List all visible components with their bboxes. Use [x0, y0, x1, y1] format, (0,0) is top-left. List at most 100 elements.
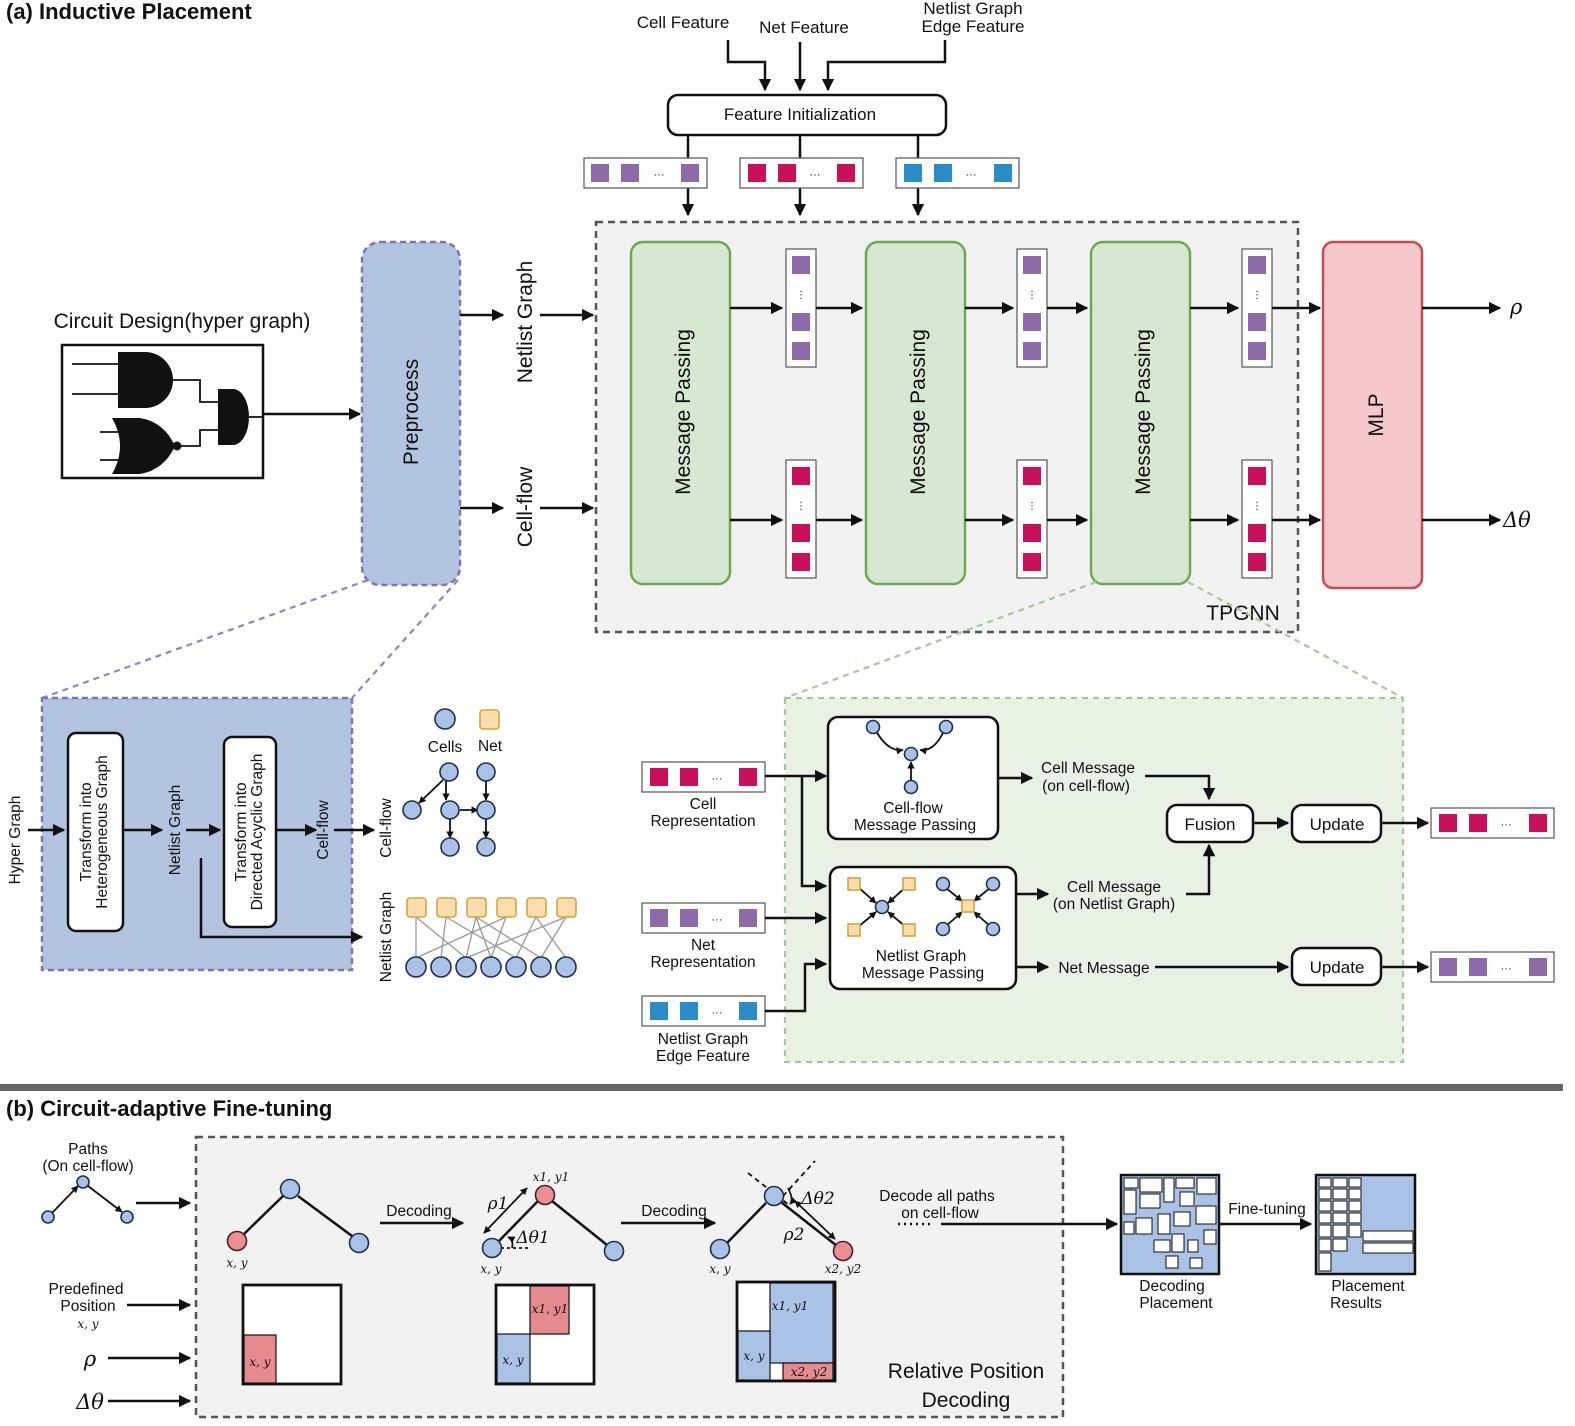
- net-vector: [785, 248, 817, 368]
- paths-label-2: (On cell-flow): [42, 1158, 133, 1175]
- paths-label-1: Paths: [68, 1141, 108, 1158]
- cell-representation-label-1: Cell: [690, 796, 717, 813]
- svg-text:···: ···: [712, 1007, 723, 1019]
- cell-feature-label: Cell Feature: [637, 13, 730, 32]
- dtheta1-label: Δθ1: [515, 1228, 549, 1248]
- legend-net-label: Net: [478, 738, 503, 755]
- cell-node-legend-icon: [434, 708, 456, 730]
- netlist-bipartite-graph: [405, 897, 577, 978]
- feature-inputs: Cell Feature Net Feature Netlist Graph E…: [583, 0, 1025, 217]
- mlp-block: MLP ρ Δθ: [1321, 240, 1531, 590]
- net-vector: [1016, 248, 1048, 368]
- output-rho: ρ: [1509, 295, 1523, 319]
- preprocess-label: Preprocess: [400, 359, 423, 465]
- preprocess-block: Preprocess Netlist Graph Cell-flow: [360, 240, 595, 587]
- tpgnn-label: TPGNN: [1206, 602, 1280, 625]
- edge-feature-label-line1: Netlist Graph: [923, 0, 1022, 18]
- netlist-graph-side-label: Netlist Graph: [378, 892, 395, 982]
- net-representation-label-2: Representation: [650, 954, 755, 971]
- svg-text:···: ···: [810, 169, 821, 181]
- svg-text:Message Passing: Message Passing: [907, 329, 930, 495]
- feature-initialization-label: Feature Initialization: [724, 105, 876, 124]
- decoding-label-1: Decoding: [386, 1203, 452, 1220]
- section-a: (a) Inductive Placement Cell Feature Net…: [6, 0, 1555, 1065]
- net-representation-label-1: Net: [691, 937, 716, 954]
- transform-dag-line1: Transform into: [233, 782, 250, 881]
- edge-feature-label-line2: Edge Feature: [921, 17, 1024, 36]
- section-b: (b) Circuit-adaptive Fine-tuning Paths (…: [6, 1096, 1417, 1419]
- svg-text:···: ···: [712, 914, 723, 926]
- decoding-placement-label-2: Placement: [1139, 1295, 1213, 1312]
- predefined-xy: x, y: [77, 1317, 98, 1331]
- cell-vector: [1016, 459, 1048, 579]
- rho1-label: ρ1: [487, 1194, 509, 1214]
- fusion-label: Fusion: [1184, 815, 1235, 834]
- relative-position-label-2: Decoding: [922, 1389, 1011, 1412]
- preprocess-detail: Hyper Graph Transform into Heterogeneous…: [7, 696, 577, 982]
- predefined-label-1: Predefined: [49, 1281, 124, 1298]
- circuit-design: Circuit Design(hyper graph): [54, 310, 362, 480]
- cell-vector: [1241, 459, 1273, 579]
- svg-text:Message Passing: Message Passing: [1132, 329, 1155, 495]
- svg-text:x1, y1: x1, y1: [533, 1170, 569, 1184]
- and-gate-icon: [218, 389, 249, 445]
- placement-results-label-1: Placement: [1331, 1278, 1405, 1295]
- net-node-legend-icon: [479, 709, 500, 730]
- message-passing-layer-2: Message Passing: [864, 240, 967, 586]
- output-dtheta: Δθ: [1502, 508, 1531, 532]
- svg-text:···: ···: [654, 169, 665, 181]
- svg-text:···: ···: [712, 773, 723, 785]
- path-mini-graph: [41, 1175, 134, 1224]
- net-init-vector: ···: [583, 157, 708, 189]
- dtheta2-label: Δθ2: [800, 1189, 834, 1209]
- preprocess-box: [360, 240, 462, 587]
- net-representation-vector: ···: [641, 902, 766, 934]
- decode-step-2: Δθ2 ρ2 x, y x2, y2 x1, y1 x, y x2, y2: [709, 1160, 861, 1383]
- svg-text:···: ···: [1501, 963, 1512, 975]
- hyper-graph-label: Hyper Graph: [7, 796, 24, 885]
- cell-message-ng-label-2: (on Netlist Graph): [1053, 896, 1175, 913]
- relative-position-label-1: Relative Position: [888, 1360, 1044, 1383]
- cell-init-vector: ···: [739, 157, 864, 189]
- svg-text:x, y: x, y: [502, 1353, 523, 1367]
- fine-tuning-label: Fine-tuning: [1228, 1201, 1306, 1218]
- svg-text:x, y: x, y: [226, 1256, 247, 1270]
- nor-gate-icon: [112, 418, 175, 474]
- transform-hetero-line2: Heterogeneous Graph: [94, 755, 111, 908]
- cell-message-cf-label-1: Cell Message: [1041, 760, 1135, 777]
- svg-text:···: ···: [1501, 819, 1512, 831]
- cell-flow-aggregation-icon: [865, 719, 954, 795]
- rho2-label: ρ2: [783, 1225, 805, 1245]
- cell-flow-mp-label-1: Cell-flow: [883, 800, 943, 817]
- cell-flow-dag: [402, 762, 496, 857]
- svg-text:···: ···: [966, 169, 977, 181]
- decode-all-label-1: Decode all paths: [879, 1188, 995, 1205]
- mlp-label: MLP: [1365, 393, 1388, 436]
- update-cell-label: Update: [1310, 815, 1365, 834]
- edge-feature-label-1: Netlist Graph: [658, 1031, 748, 1048]
- cell-representation-label-2: Representation: [650, 813, 755, 830]
- cell-message-cf-label-2: (on cell-flow): [1042, 778, 1130, 795]
- cell-flow-stream-label: Cell-flow: [514, 466, 537, 547]
- svg-text:x, y: x, y: [249, 1355, 270, 1369]
- decoding-placement-icon: [1119, 1173, 1221, 1276]
- cell-representation-vector: ···: [641, 761, 766, 793]
- svg-text:x2, y2: x2, y2: [791, 1365, 827, 1379]
- legend-cells-label: Cells: [428, 739, 463, 756]
- cell-flow-mid-label: Cell-flow: [315, 799, 332, 859]
- edge-init-vector: ···: [895, 157, 1020, 189]
- svg-text:x1, y1: x1, y1: [772, 1299, 808, 1313]
- svg-text:Message Passing: Message Passing: [672, 329, 695, 495]
- decoding-placement-label-1: Decoding: [1139, 1278, 1205, 1295]
- relative-position-decoding-box: [194, 1135, 1065, 1419]
- net-feature-label: Net Feature: [759, 18, 849, 37]
- netlist-graph-mid-label: Netlist Graph: [167, 785, 184, 875]
- updated-cell-vector: ···: [1430, 807, 1555, 839]
- cell-vector: [785, 459, 817, 579]
- decode-step-0: x, y x, y: [226, 1178, 370, 1386]
- update-net-label: Update: [1310, 958, 1365, 977]
- transform-dag-line2: Directed Acyclic Graph: [249, 754, 266, 911]
- updated-net-vector: ···: [1430, 951, 1555, 983]
- message-passing-layer-3: Message Passing: [1089, 240, 1192, 586]
